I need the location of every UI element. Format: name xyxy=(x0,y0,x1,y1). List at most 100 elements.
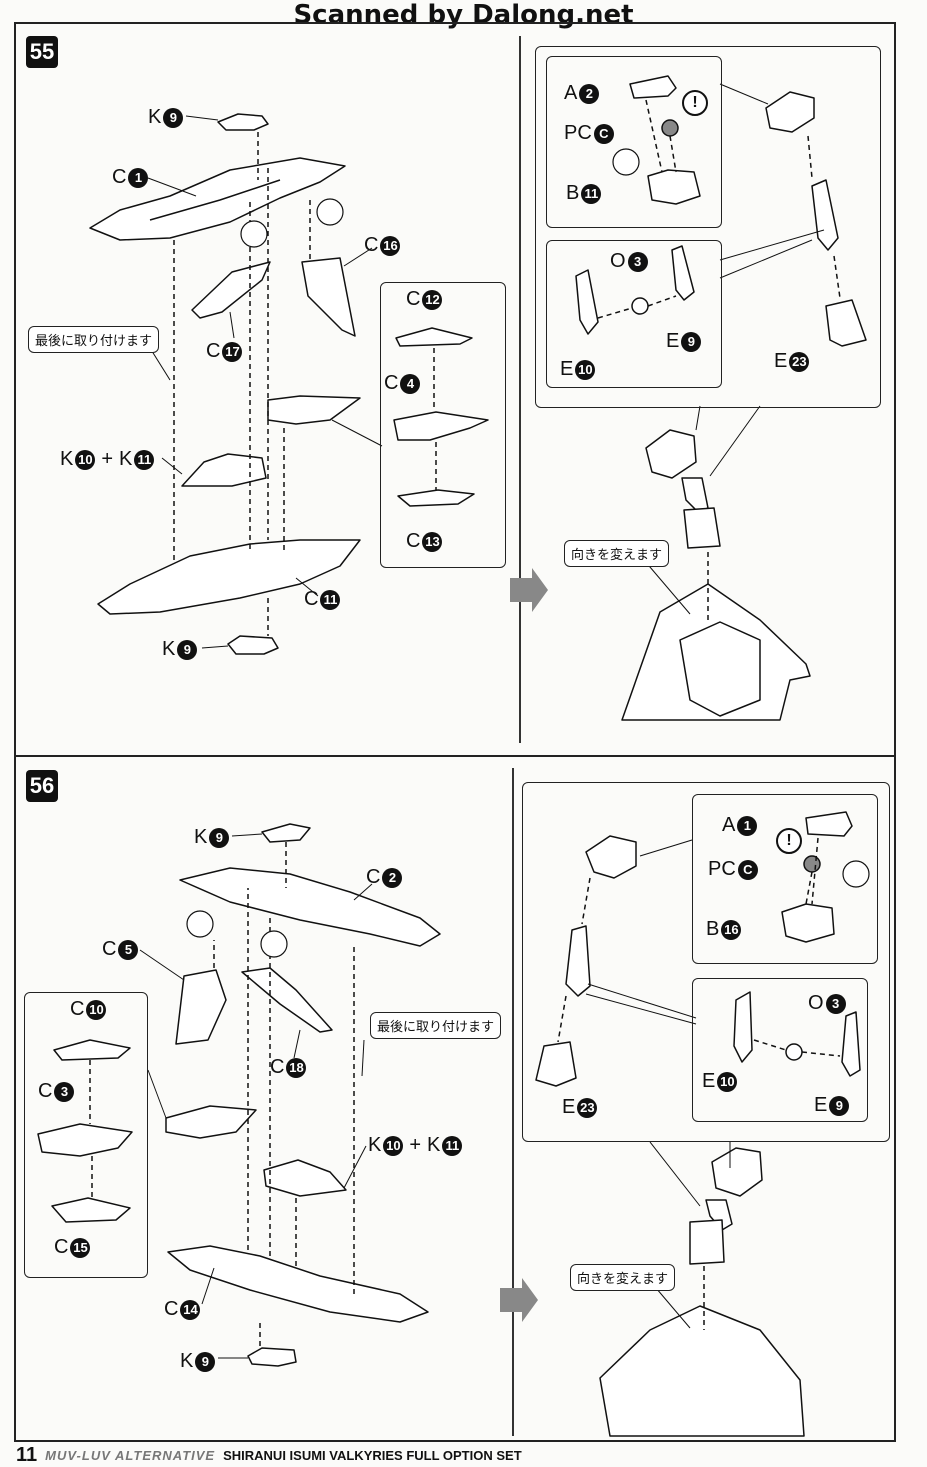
part-k9-bottom-56 xyxy=(247,1347,297,1367)
part-e9-56 xyxy=(841,1011,861,1077)
part-k9-top xyxy=(217,113,269,131)
page-footer: 11 MUV-LUV ALTERNATIVE SHIRANUI ISUMI VA… xyxy=(16,1444,522,1467)
part-c5 xyxy=(175,969,227,1045)
part-c10 xyxy=(53,1039,131,1061)
note-attach-last-56: 最後に取り付けます xyxy=(370,1012,502,1039)
step-divider xyxy=(14,755,896,757)
part-e23 xyxy=(825,299,867,347)
page-number: 11 xyxy=(16,1444,38,1466)
part-c11-hull xyxy=(97,539,361,615)
part-k10-k11-56 xyxy=(263,1159,347,1197)
step56-column-divider xyxy=(512,768,514,1436)
note-attach-last-55: 最後に取り付けます xyxy=(28,326,160,353)
product-title: SHIRANUI ISUMI VALKYRIES FULL OPTION SET xyxy=(223,1448,522,1463)
note-change-direction-56: 向きを変えます xyxy=(570,1264,676,1291)
part-c3b xyxy=(165,1105,257,1139)
part-c18 xyxy=(241,967,333,1033)
part-e10 xyxy=(575,269,599,335)
part-e23-56 xyxy=(535,1041,577,1087)
part-hand-top xyxy=(765,91,815,133)
part-b16 xyxy=(781,903,835,943)
direction-arrow-56 xyxy=(500,1278,538,1322)
part-c12 xyxy=(395,327,473,347)
part-a1 xyxy=(805,811,853,837)
figure-torso-55 xyxy=(621,583,811,721)
detail-subbox-joint-55 xyxy=(546,240,722,388)
part-hand-assembled xyxy=(645,429,697,479)
figure-torso-56 xyxy=(599,1305,805,1437)
step55-column-divider xyxy=(519,36,521,743)
part-c15 xyxy=(51,1197,131,1223)
detail-box-55 xyxy=(535,46,881,408)
part-e9 xyxy=(671,245,695,301)
detail-subbox-hand-55 xyxy=(546,56,722,228)
part-c13 xyxy=(397,489,475,507)
part-arm-56 xyxy=(565,925,591,997)
sub-assembly-box-55 xyxy=(380,282,506,568)
part-c14-hull xyxy=(167,1245,429,1323)
series-logo: MUV-LUV ALTERNATIVE xyxy=(45,1448,216,1463)
detail-subbox-hand-56 xyxy=(692,794,878,964)
note-change-direction-55: 向きを変えます xyxy=(564,540,670,567)
part-k9-bottom xyxy=(227,635,279,655)
sub-assembly-box-56 xyxy=(24,992,148,1278)
part-k10-k11 xyxy=(181,453,267,487)
part-c17 xyxy=(191,261,271,319)
detail-subbox-joint-56 xyxy=(692,978,868,1122)
step-55-number: 55 xyxy=(26,36,58,68)
part-c3 xyxy=(37,1123,133,1157)
watermark-header: Scanned by Dalong.net xyxy=(293,0,634,30)
part-arm xyxy=(811,179,839,251)
part-c2-hull xyxy=(179,867,441,947)
part-e10-56 xyxy=(733,991,753,1063)
part-hand-top-56 xyxy=(585,835,637,879)
direction-arrow-55 xyxy=(510,568,548,612)
part-k9-top-56 xyxy=(261,823,311,843)
part-a2 xyxy=(629,75,677,99)
page-frame xyxy=(14,22,896,1442)
step-56-number: 56 xyxy=(26,770,58,802)
warning-icon-56: ! xyxy=(776,828,802,854)
part-c4b xyxy=(267,395,361,425)
part-hand-assembled-56 xyxy=(711,1147,763,1197)
part-b11 xyxy=(647,169,701,205)
warning-icon: ! xyxy=(682,90,708,116)
part-c16 xyxy=(301,257,356,337)
detail-box-56 xyxy=(522,782,890,1142)
